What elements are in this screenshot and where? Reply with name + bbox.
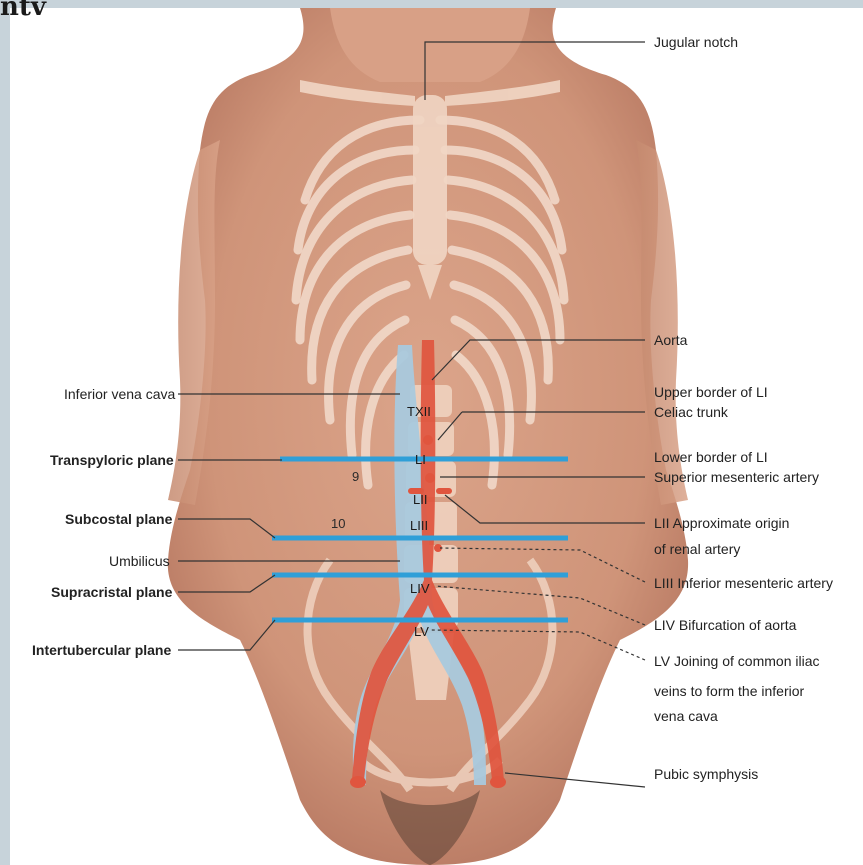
- label-jugular-notch: Jugular notch: [654, 34, 738, 51]
- vertebra-label-liii: LIII: [410, 518, 428, 533]
- label-supracristal-plane: Supracristal plane: [51, 584, 172, 601]
- label-liii-inferior-mesenteric: LIII Inferior mesenteric artery: [654, 575, 833, 592]
- label-lv-line3: vena cava: [654, 708, 718, 725]
- corner-logo-text: ntv: [0, 0, 46, 20]
- label-lii-renal-origin-line2: of renal artery: [654, 541, 740, 558]
- label-celiac-trunk: Celiac trunk: [654, 404, 728, 421]
- label-transpyloric-plane: Transpyloric plane: [50, 452, 174, 469]
- label-lower-border-li: Lower border of LI: [654, 449, 768, 466]
- label-aorta: Aorta: [654, 332, 687, 349]
- rib-number-10: 10: [331, 516, 345, 531]
- label-liv-bifurcation: LIV Bifurcation of aorta: [654, 617, 796, 634]
- label-upper-border-li: Upper border of LI: [654, 384, 768, 401]
- frame-top-border: [0, 0, 863, 8]
- label-lv-line2: veins to form the inferior: [654, 683, 804, 700]
- label-subcostal-plane: Subcostal plane: [65, 511, 172, 528]
- frame-left-border: [0, 0, 10, 865]
- vertebra-label-li: LI: [415, 452, 426, 467]
- vertebra-label-lii: LII: [413, 492, 427, 507]
- rib-number-9: 9: [352, 469, 359, 484]
- label-pubic-symphysis: Pubic symphysis: [654, 766, 758, 783]
- label-inferior-vena-cava: Inferior vena cava: [64, 386, 175, 403]
- label-intertubercular-plane: Intertubercular plane: [32, 642, 171, 659]
- vertebra-label-liv: LIV: [410, 581, 430, 596]
- vertebra-label-lv: LV: [414, 624, 429, 639]
- label-lii-renal-origin-line1: LII Approximate origin: [654, 515, 789, 532]
- label-lv-line1: LV Joining of common iliac: [654, 653, 819, 670]
- label-superior-mesenteric-artery: Superior mesenteric artery: [654, 469, 819, 486]
- label-umbilicus: Umbilicus: [109, 553, 170, 570]
- vertebra-label-txii: TXII: [407, 404, 431, 419]
